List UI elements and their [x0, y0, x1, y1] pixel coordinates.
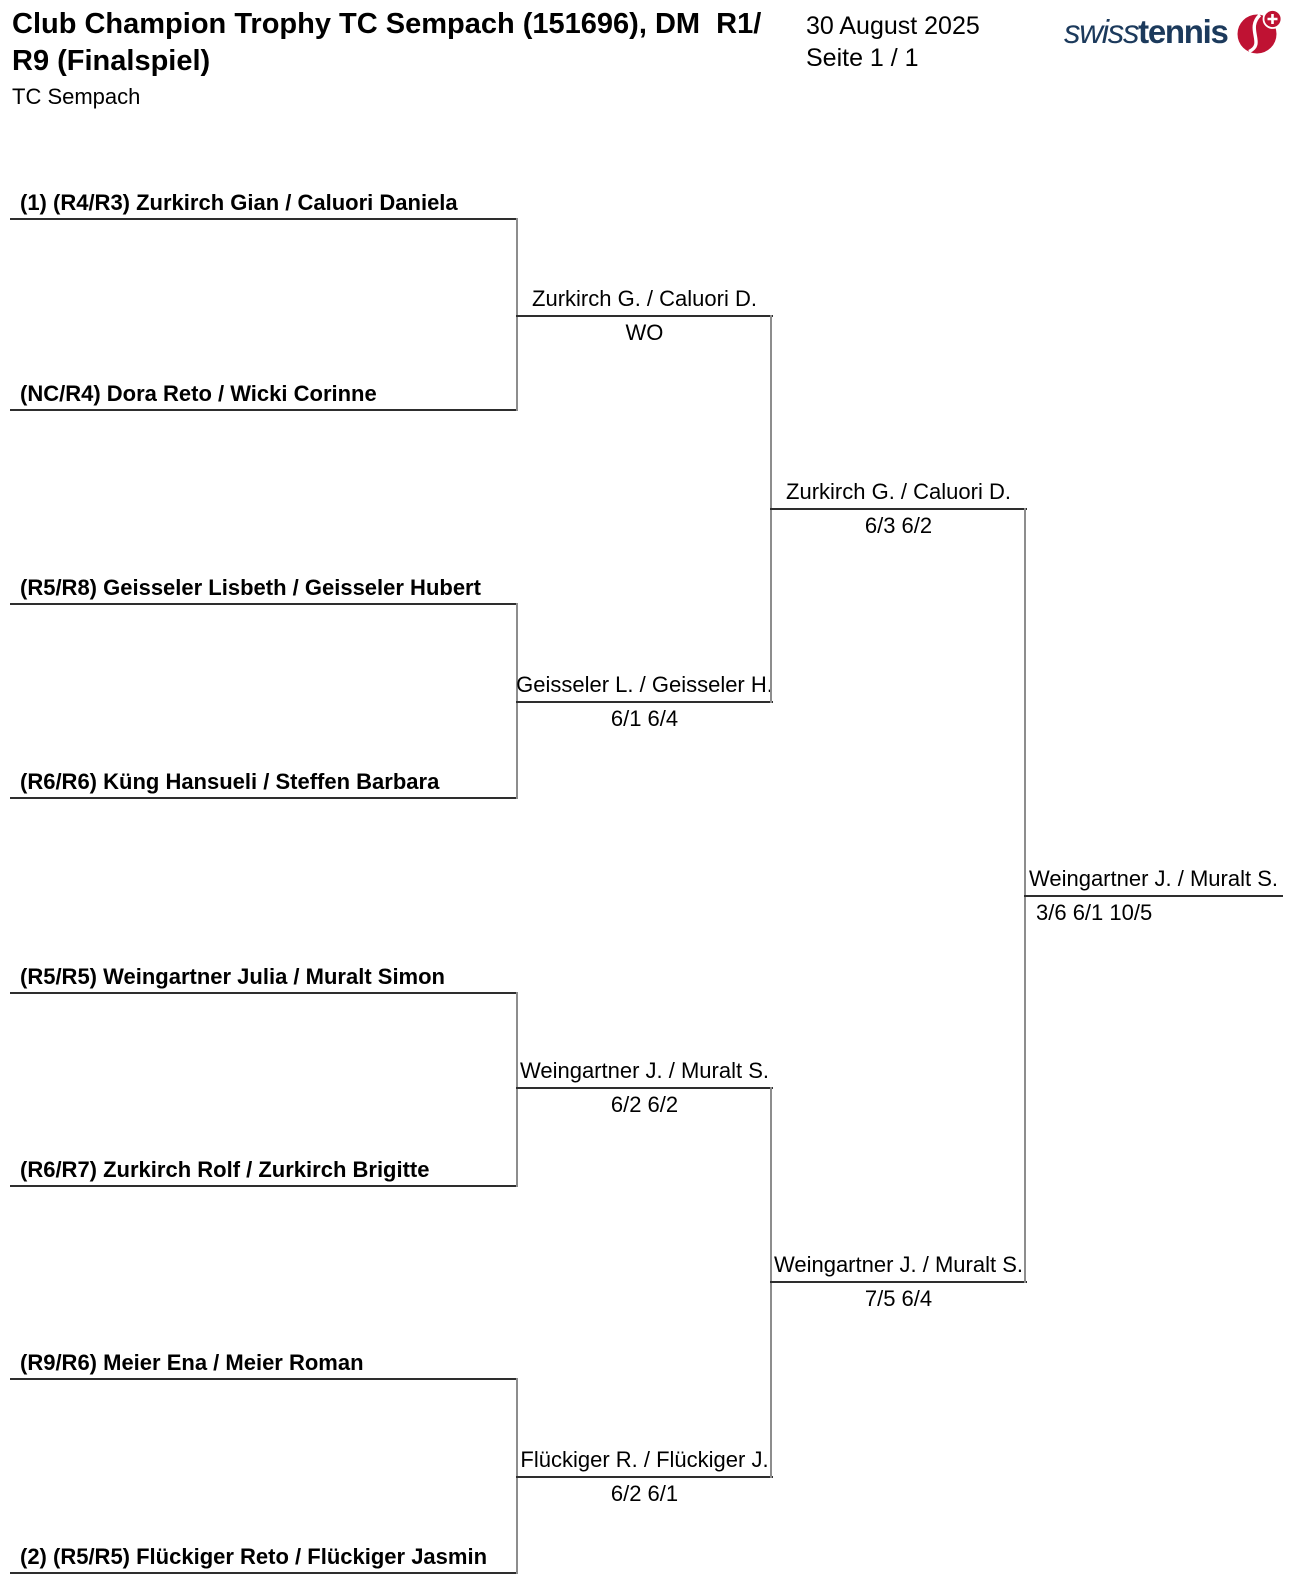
round2-winner-line-4 — [516, 1476, 773, 1478]
team-line-8 — [10, 1572, 518, 1574]
round2-winner-3: Weingartner J. / Muralt S. — [519, 1058, 769, 1083]
team-label-6: (R6/R7) Zurkirch Rolf / Zurkirch Brigitt… — [20, 1157, 430, 1182]
round2-winner-4: Flückiger R. / Flückiger J. — [520, 1447, 769, 1472]
final-score: 3/6 6/1 10/5 — [1036, 900, 1153, 925]
swisstennis-wordmark: swisstennis — [1064, 13, 1229, 50]
page-title-line2: R9 (Finalspiel) — [12, 45, 211, 77]
team-line-5 — [10, 992, 518, 994]
round2-winner-line-1 — [516, 315, 773, 317]
team-line-2 — [10, 409, 518, 411]
team-line-3 — [10, 603, 518, 605]
team-label-4: (R6/R6) Küng Hansueli / Steffen Barbara — [20, 769, 440, 794]
round2-score-1: WO — [625, 320, 664, 345]
semifinal-winner-line-1 — [770, 508, 1027, 510]
final-winner: Weingartner J. / Muralt S. — [1028, 866, 1278, 891]
club-name: TC Sempach — [12, 84, 141, 109]
page-title: Club Champion Trophy TC Sempach (151696)… — [12, 6, 761, 80]
round2-score-3: 6/2 6/2 — [610, 1092, 679, 1117]
round2-winner-1: Zurkirch G. / Caluori D. — [532, 286, 757, 311]
round2-winner-line-3 — [516, 1087, 773, 1089]
round2-score-4: 6/2 6/1 — [610, 1481, 679, 1506]
match1-connector — [516, 218, 518, 411]
team-label-8: (2) (R5/R5) Flückiger Reto / Flückiger J… — [20, 1544, 488, 1569]
team-label-3: (R5/R8) Geisseler Lisbeth / Geisseler Hu… — [20, 575, 481, 600]
match3-connector — [516, 992, 518, 1187]
final-winner-line — [1024, 895, 1283, 897]
team-label-1: (1) (R4/R3) Zurkirch Gian / Caluori Dani… — [20, 190, 458, 215]
team-line-1 — [10, 218, 518, 220]
team-line-7 — [10, 1378, 518, 1380]
page-title-line1: Club Champion Trophy TC Sempach (151696)… — [12, 8, 762, 40]
print-date: 30 August 2025 — [806, 12, 980, 40]
round2-winner-line-2 — [516, 701, 773, 703]
tennis-ball-swiss-cross-icon — [1237, 9, 1282, 54]
team-line-6 — [10, 1185, 518, 1187]
team-line-4 — [10, 797, 518, 799]
round2-score-2: 6/1 6/4 — [610, 706, 679, 731]
page-number: Seite 1 / 1 — [806, 44, 919, 72]
semifinal-winner-1: Zurkirch G. / Caluori D. — [786, 479, 1011, 504]
team-label-2: (NC/R4) Dora Reto / Wicki Corinne — [20, 381, 377, 406]
team-label-7: (R9/R6) Meier Ena / Meier Roman — [20, 1350, 364, 1375]
semifinal-score-2: 7/5 6/4 — [864, 1286, 933, 1311]
team-label-5: (R5/R5) Weingartner Julia / Muralt Simon — [20, 964, 445, 989]
semifinal-score-1: 6/3 6/2 — [864, 513, 933, 538]
semifinal-winner-2: Weingartner J. / Muralt S. — [773, 1252, 1023, 1277]
semifinal-winner-line-2 — [770, 1281, 1027, 1283]
print-meta: 30 August 2025 Seite 1 / 1 — [806, 10, 980, 74]
swisstennis-logo: swisstennis — [1064, 8, 1283, 56]
round2-winner-2: Geisseler L. / Geisseler H. — [516, 672, 773, 697]
